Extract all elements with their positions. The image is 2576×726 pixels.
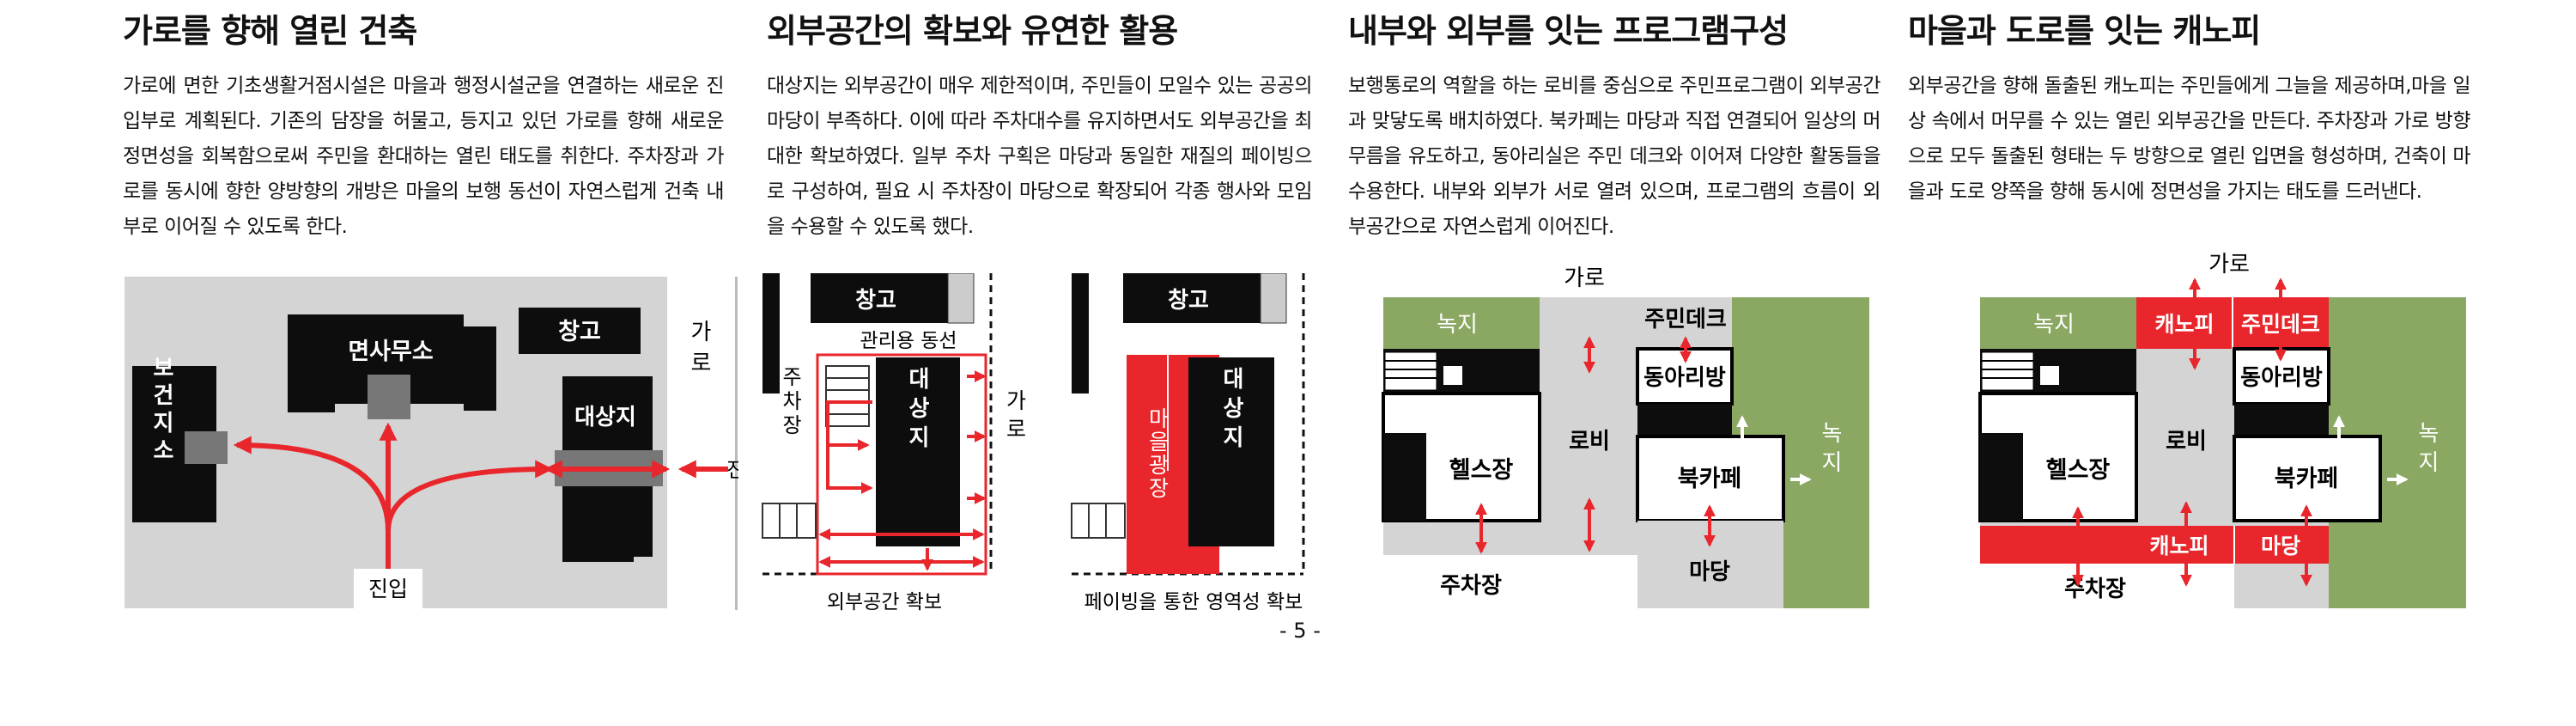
diagram-paving: 창고 대상지 마을광장 페이빙을 통한 영역성 확보 — [1071, 273, 1305, 613]
target-site-block — [1188, 357, 1274, 546]
green-right-label: 녹지 — [1817, 421, 1843, 479]
street-label: 가로 — [2208, 252, 2250, 278]
storage-block — [811, 273, 974, 323]
diagram-canopy: 가로 녹지 캐노피 주민데크 녹지 헬스장 동아리방 로비 북카페 캐노피 마당… — [1978, 252, 2466, 608]
health-center-label: 보건지소 — [149, 356, 174, 466]
storage-block — [1123, 273, 1286, 323]
green-top — [1980, 297, 2136, 349]
section-4-title: 마을과 도로를 잇는 캐노피 — [1908, 12, 2261, 50]
parking-label: 주차장 — [1440, 573, 1502, 599]
cafe-label: 북카페 — [1678, 466, 1742, 492]
cafe-label: 북카페 — [2275, 466, 2339, 492]
office-block — [288, 314, 496, 412]
section-3-body: 보행통로의 역할을 하는 로비를 중심으로 주민프로그램이 외부공간과 맞닿도록… — [1348, 75, 1881, 238]
green-top — [1383, 297, 1540, 349]
section-3-title: 내부와 외부를 잇는 프로그램구성 — [1348, 12, 1789, 50]
section-4-body: 외부공간을 향해 돌출된 캐노피는 주민들에게 그늘을 제공하며,마을 일상 속… — [1908, 75, 2471, 203]
canopy-top-label: 캐노피 — [2154, 312, 2214, 337]
storage-label: 창고 — [558, 319, 601, 345]
street-label: 가로 — [1564, 265, 1605, 291]
parking-label: 주차장 — [2064, 577, 2126, 602]
deck-label: 주민데크 — [1644, 307, 1727, 332]
green-top-label: 녹지 — [1437, 312, 1478, 338]
target-site-label: 대상지 — [1218, 367, 1244, 455]
target-site-block — [876, 357, 960, 546]
yard-label: 마당 — [1689, 559, 1730, 585]
entry-bottom-label: 진입 — [368, 577, 408, 601]
page-number: - 5 - — [1279, 619, 1321, 643]
green-top-label: 녹지 — [2033, 312, 2075, 338]
section-1-title: 가로를 향해 열린 건축 — [123, 12, 417, 50]
street-label: 가로 — [686, 320, 712, 381]
entry-right-label: 진입 — [726, 458, 738, 482]
storage-label: 창고 — [1168, 288, 1209, 314]
canopy-bottom — [1980, 526, 2329, 564]
section-3: 내부와 외부를 잇는 프로그램구성 보행통로의 역할을 하는 로비를 중심으로 … — [1348, 9, 1881, 245]
health-label: 헬스장 — [2046, 457, 2111, 484]
lobby-label: 로비 — [2166, 429, 2207, 455]
target-site-label: 대상지 — [904, 367, 930, 455]
plaza-label: 마을광장 — [1145, 407, 1170, 500]
caption: 페이빙을 통한 영역성 확보 — [1084, 591, 1303, 613]
club-label: 동아리방 — [2240, 365, 2323, 391]
diagram-external-space: 창고 관리용 동선 주차장 대상지 가로 외부공간 확보 — [762, 273, 1028, 613]
target-site-label: 대상지 — [574, 405, 636, 430]
yard-label: 마당 — [2261, 534, 2300, 558]
diagram-program: 가로 녹지 녹지 주민데크 헬스장 동아리방 로비 북카페 주차장 마당 — [1382, 265, 1869, 608]
diagram-site-context: 보건지소 면사무소 창고 대상지 가로 진입 진입 — [125, 277, 738, 608]
office-label: 면사무소 — [348, 339, 433, 365]
lobby-label: 로비 — [1569, 429, 1610, 455]
section-1: 가로를 향해 열린 건축 가로에 면한 기초생활거점시설은 마을과 행정시설군을… — [123, 9, 725, 245]
column-divider — [735, 277, 738, 610]
street-label: 가로 — [1003, 389, 1028, 446]
green-right-label: 녹지 — [2414, 421, 2439, 479]
club-label: 동아리방 — [1643, 365, 1726, 391]
section-1-body: 가로에 면한 기초생활거점시설은 마을과 행정시설군을 연결하는 새로운 진입부… — [123, 75, 725, 238]
deck-label: 주민데크 — [2241, 312, 2320, 337]
health-label: 헬스장 — [1449, 457, 1514, 484]
section-2: 외부공간의 확보와 유연한 활용 대상지는 외부공간이 매우 제한적이며, 주민… — [767, 9, 1313, 245]
storage-label: 창고 — [855, 288, 896, 314]
canopy-bottom-label: 캐노피 — [2149, 534, 2208, 558]
storage-block — [519, 308, 641, 354]
mgmt-route-label: 관리용 동선 — [860, 330, 957, 352]
entry-path-right — [386, 460, 554, 532]
caption: 외부공간 확보 — [827, 591, 942, 613]
section-2-title: 외부공간의 확보와 유연한 활용 — [767, 12, 1178, 50]
parking-label: 주차장 — [778, 366, 802, 438]
section-4: 마을과 도로를 잇는 캐노피 외부공간을 향해 돌출된 캐노피는 주민들에게 그… — [1908, 9, 2471, 210]
section-2-body: 대상지는 외부공간이 매우 제한적이며, 주민들이 모일수 있는 공공의 마당이… — [767, 75, 1313, 238]
